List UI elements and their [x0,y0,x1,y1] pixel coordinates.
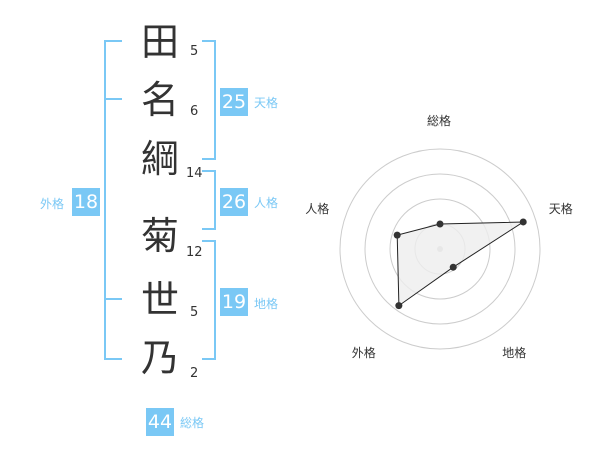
tenkaku-value: 25 [220,88,248,116]
stroke-count-2: 6 [190,104,199,119]
radar-point-2 [449,263,457,271]
char-5: 世 [140,278,179,322]
char-6: 乃 [140,336,179,380]
tenkaku-label: 天格 [254,96,279,110]
gaikaku-value: 18 [72,188,100,216]
char-4: 菊 [140,214,179,258]
soukaku-label: 総格 [180,416,205,430]
chikaku-label: 地格 [254,297,279,311]
jinkaku-bracket [202,170,216,230]
gaikaku-label: 外格 [40,197,65,211]
stroke-count-3: 14 [186,166,203,181]
stroke-count-4: 12 [186,245,203,260]
radar-axis-label-2: 地格 [502,345,527,360]
stroke-count-5: 5 [190,305,199,320]
radar-polygon [396,221,525,307]
stroke-count-1: 5 [190,44,199,59]
char-2: 名 [140,78,179,122]
chikaku-value: 19 [220,288,248,316]
chikaku-bracket [202,240,216,360]
soukaku-value: 44 [146,408,174,436]
radar-point-3 [395,302,403,310]
radar-points [393,218,527,310]
radar-axis-label-4: 人格 [305,202,330,217]
tenkaku-bracket [202,40,216,160]
radar-ring [339,148,541,350]
radar-point-1 [519,218,527,226]
bracket-tick [104,298,122,300]
char-3: 綱 [140,137,179,181]
radar-point-4 [393,231,401,239]
radar-ring [389,198,491,300]
radar-axis-label-0: 総格 [427,114,452,128]
jinkaku-value: 26 [220,188,248,216]
radar-point-0 [436,220,444,228]
bracket-tick [104,98,122,100]
radar-axis-label-3: 外格 [351,345,376,360]
jinkaku-label: 人格 [254,196,279,210]
char-1: 田 [140,20,179,64]
radar-ring [364,173,516,325]
radar-axis-label-1: 天格 [548,202,573,217]
stroke-count-6: 2 [190,366,199,381]
gaikaku-bracket [104,40,122,360]
